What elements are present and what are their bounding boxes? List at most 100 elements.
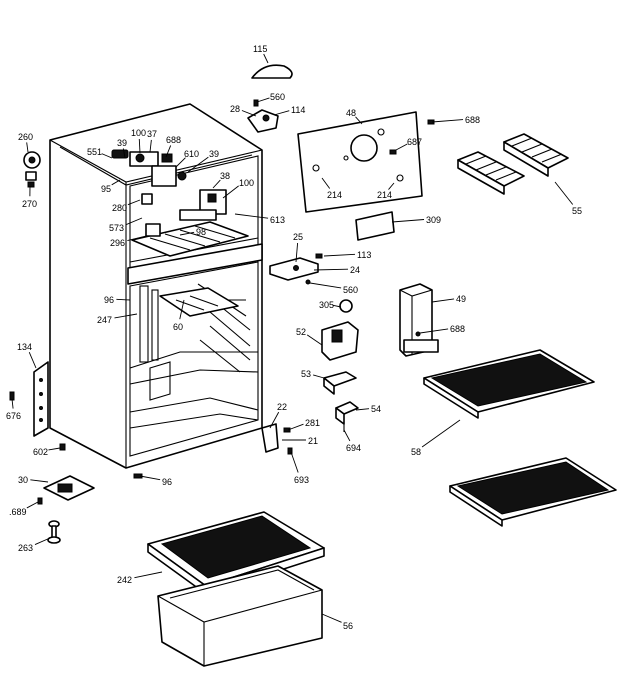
leader-c693: [290, 451, 299, 473]
part-58-shelf-upper: [423, 349, 595, 419]
part-263-leveler: [47, 520, 61, 544]
callout-c688a: 688: [465, 115, 480, 125]
callout-c602: 602: [33, 447, 48, 457]
leader-c100a: [138, 138, 141, 154]
leader-c22: [269, 411, 280, 429]
callout-c560a: 560: [270, 92, 285, 102]
callout-c53: 53: [301, 369, 311, 379]
callout-c688b: 688: [166, 135, 181, 145]
callout-c694: 694: [346, 443, 361, 453]
leader-c58: [421, 419, 461, 448]
leader-lines: [11, 53, 574, 623]
leader-c56: [321, 613, 342, 623]
leader-c95a: [111, 179, 121, 186]
callout-c260: 260: [18, 132, 33, 142]
leader-c24: [313, 268, 349, 271]
part-305: [339, 299, 353, 313]
leader-c688a: [431, 119, 464, 123]
leader-c54: [355, 408, 370, 411]
callout-c96b: 96: [162, 477, 172, 487]
part-22-bracket: [261, 423, 293, 455]
leader-c55: [554, 181, 574, 205]
callout-c688c: 688: [450, 324, 465, 334]
leader-c560a: [256, 97, 270, 103]
leader-c296: [127, 235, 147, 241]
leader-c281: [287, 423, 304, 431]
leader-c60: [179, 299, 185, 320]
callout-c55: 55: [572, 206, 582, 216]
leader-c551: [101, 153, 113, 159]
part-48-panel: [297, 111, 435, 213]
callout-c21: 21: [308, 436, 318, 446]
callout-c687: 687: [407, 137, 422, 147]
leader-c39a: [122, 148, 126, 159]
part-56-crisper-drawer: [157, 565, 323, 667]
leader-c305: [332, 304, 342, 308]
callout-c52: 52: [296, 327, 306, 337]
callout-c37: 37: [147, 129, 157, 139]
leader-c100b: [222, 185, 239, 199]
callout-c100b: 100: [239, 178, 254, 188]
part-602-screw: [59, 443, 66, 451]
callout-c214b: 214: [377, 190, 392, 200]
callout-c95a: 95: [101, 184, 111, 194]
callout-c114: 114: [291, 105, 305, 115]
callout-c28: 28: [230, 104, 240, 114]
callout-c270: 270: [22, 199, 37, 209]
callout-c676: 676: [6, 411, 21, 421]
leader-c688b: [165, 145, 172, 158]
callout-c115: 115: [253, 44, 267, 54]
callout-c693: 693: [294, 475, 309, 485]
leader-c52: [306, 334, 323, 346]
callout-c280: 280: [112, 203, 127, 213]
part-30-plate: [43, 475, 95, 501]
callout-c96a: 96: [104, 295, 114, 305]
leader-c602: [48, 447, 61, 451]
leader-c688c: [419, 328, 449, 334]
callout-c100a: 100: [131, 128, 146, 138]
leader-c49: [431, 298, 455, 303]
callout-c25: 25: [293, 232, 303, 242]
leader-c214a: [321, 177, 331, 189]
leader-c573: [125, 217, 143, 226]
leader-c247: [114, 313, 138, 319]
callout-c22: 22: [277, 402, 287, 412]
callout-c281: 281: [305, 418, 320, 428]
part-55-ice-trays: [457, 133, 569, 195]
part-49-dispenser: [399, 283, 439, 357]
leader-c694: [343, 429, 351, 442]
callout-c134: 134: [17, 342, 32, 352]
callout-c39a: 39: [117, 138, 127, 148]
leader-c280: [127, 199, 141, 206]
leader-c610: [175, 157, 186, 168]
leader-c98: [179, 231, 195, 236]
leader-c25: [295, 242, 299, 263]
callout-c39b: 39: [209, 149, 219, 159]
callout-c30: 30: [18, 475, 28, 485]
leader-c613: [234, 213, 269, 219]
leader-c242: [134, 571, 163, 579]
leader-c39b: [187, 156, 209, 173]
leader-c53: [313, 374, 325, 379]
callout-c58: 58: [411, 447, 421, 457]
leader-c689: [26, 501, 39, 509]
part-689-screw: [37, 497, 43, 505]
part-28-bracket: [247, 99, 279, 133]
leader-c96a: [116, 298, 131, 301]
callout-c263: 263: [18, 543, 33, 553]
callout-c689: .689: [9, 507, 27, 517]
callout-c49: 49: [456, 294, 466, 304]
leader-c687: [395, 143, 408, 151]
callout-c54: 54: [371, 404, 381, 414]
callout-c48: 48: [346, 108, 356, 118]
leader-c113: [323, 253, 356, 257]
part-676-screw: [9, 391, 15, 401]
callout-c551: 551: [87, 147, 102, 157]
leader-c48: [355, 116, 363, 125]
callout-c214a: 214: [327, 190, 342, 200]
part-25-hinge: [269, 253, 323, 285]
callout-c560b: 560: [343, 285, 358, 295]
